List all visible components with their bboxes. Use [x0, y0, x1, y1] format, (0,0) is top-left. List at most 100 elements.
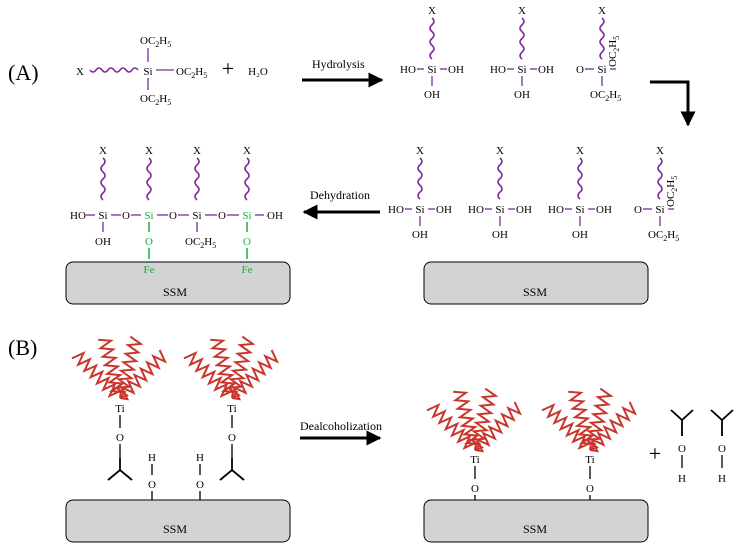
titanium-alkoxide-chain — [231, 349, 280, 401]
titanium-alkoxide-chain — [541, 402, 593, 451]
x-group-label: X — [496, 145, 504, 157]
x-group-label: X — [416, 145, 424, 157]
hydroxyl-label: HO — [388, 204, 404, 216]
titanium-atom-label: Ti — [470, 454, 479, 466]
silicon-atom-label: Si — [427, 64, 436, 76]
hydroxyl-label: OH — [538, 64, 554, 76]
substrate-label: SSM — [523, 522, 547, 536]
iron-atom-label: Fe — [242, 264, 253, 276]
hydroxyl-label: OH — [95, 236, 111, 248]
hydroxyl-label: HO — [70, 210, 86, 222]
substrate-label: SSM — [163, 522, 187, 536]
x-group-label: X — [598, 5, 606, 17]
oxygen-label: O — [576, 64, 584, 76]
substrate-a-right — [423, 261, 649, 305]
oxygen-label: O — [678, 443, 686, 455]
hydroxyl-label: OH — [572, 229, 588, 241]
alkyl-chain — [244, 157, 250, 201]
x-group-label: X — [428, 5, 436, 17]
bridging-oxygen-label: O — [169, 210, 177, 222]
plus-sign: + — [222, 56, 234, 81]
oxygen-label: O — [586, 483, 594, 495]
oxygen-label: O — [116, 432, 124, 444]
plus-sign: + — [649, 441, 661, 466]
dealcoholization-label: Dealcoholization — [300, 419, 382, 433]
titanium-alkoxide-chain — [567, 390, 597, 451]
silicon-atom-label: Si — [495, 204, 504, 216]
oxygen-label: O — [634, 204, 642, 216]
ethoxy-label: OC2H5 — [665, 176, 679, 207]
hydrogen-label: H — [148, 452, 156, 464]
ethoxy-label: OC2H5 — [185, 236, 216, 250]
bridging-oxygen-label: O — [218, 210, 226, 222]
alkyl-chain — [146, 157, 152, 201]
silicon-atom-label: Si — [655, 204, 664, 216]
ethoxy-label: OC2H5 — [590, 89, 621, 103]
titanium-alkoxide-chain — [71, 350, 123, 399]
titanium-alkoxide-chain — [183, 350, 235, 399]
oxygen-label: O — [471, 483, 479, 495]
alkyl-chain — [417, 157, 423, 200]
ethoxy-label: OC2H5 — [607, 36, 621, 67]
silicon-atom-label: Si — [144, 210, 153, 222]
surface-oxygen-label: O — [148, 479, 156, 491]
alkyl-chain — [599, 17, 605, 60]
ethoxy-label: OC2H5 — [648, 229, 679, 243]
alkyl-chain — [657, 157, 663, 200]
isopropyl-group — [219, 458, 245, 481]
alkyl-chain — [577, 157, 583, 200]
titanium-alkoxide-chain — [589, 401, 638, 453]
hydroxyl-label: OH — [448, 64, 464, 76]
hydroxyl-label: OH — [412, 229, 428, 241]
hydroxyl-label: OH — [267, 210, 283, 222]
silicon-atom-label: Si — [242, 210, 251, 222]
x-group-label: X — [76, 66, 84, 78]
hydroxyl-label: HO — [548, 204, 564, 216]
hydrogen-label: H — [678, 473, 686, 485]
silicon-atom-label: Si — [98, 210, 107, 222]
x-group-label: X — [518, 5, 526, 17]
alkyl-chain — [100, 157, 106, 201]
hydroxyl-label: HO — [468, 204, 484, 216]
titanium-atom-label: Ti — [227, 403, 236, 415]
surface-oxygen-label: O — [145, 236, 153, 248]
hydroxyl-label: OH — [492, 229, 508, 241]
silicon-atom-label: Si — [192, 210, 201, 222]
isopropyl-group — [107, 458, 133, 481]
dehydration-label: Dehydration — [310, 188, 370, 202]
water-label: H₂O — [248, 66, 268, 78]
titanium-alkoxide-chain — [113, 335, 144, 399]
hydroxyl-label: HO — [400, 64, 416, 76]
alkyl-chain — [194, 157, 200, 201]
corner-arrow — [650, 80, 696, 127]
x-group-label: X — [145, 145, 153, 157]
titanium-alkoxide-chain — [225, 335, 256, 399]
ethoxy-label: OC2H5 — [176, 66, 207, 80]
titanium-alkoxide-chain — [426, 402, 478, 451]
hydroxyl-label: OH — [514, 89, 530, 101]
alkyl-chain — [429, 17, 435, 60]
silicon-atom-label: Si — [597, 64, 606, 76]
hydroxyl-label: OH — [436, 204, 452, 216]
ethoxy-label: OC2H5 — [140, 35, 171, 49]
titanium-alkoxide-chain — [119, 349, 168, 401]
iron-atom-label: Fe — [144, 264, 155, 276]
x-group-label: X — [656, 145, 664, 157]
titanium-alkoxide-chain — [452, 390, 482, 451]
hydroxyl-label: OH — [596, 204, 612, 216]
substrate-a-left — [65, 261, 291, 305]
alkyl-chain — [497, 157, 503, 200]
oxygen-label: O — [228, 432, 236, 444]
hydrogen-label: H — [196, 452, 204, 464]
x-group-label: X — [576, 145, 584, 157]
x-group-label: X — [243, 145, 251, 157]
alkyl-chain — [89, 67, 139, 73]
titanium-alkoxide-chain — [583, 387, 614, 451]
titanium-alkoxide-chain — [468, 387, 499, 451]
titanium-atom-label: Ti — [585, 454, 594, 466]
substrate-b-right — [423, 499, 649, 543]
hydrogen-label: H — [718, 473, 726, 485]
titanium-atom-label: Ti — [115, 403, 124, 415]
